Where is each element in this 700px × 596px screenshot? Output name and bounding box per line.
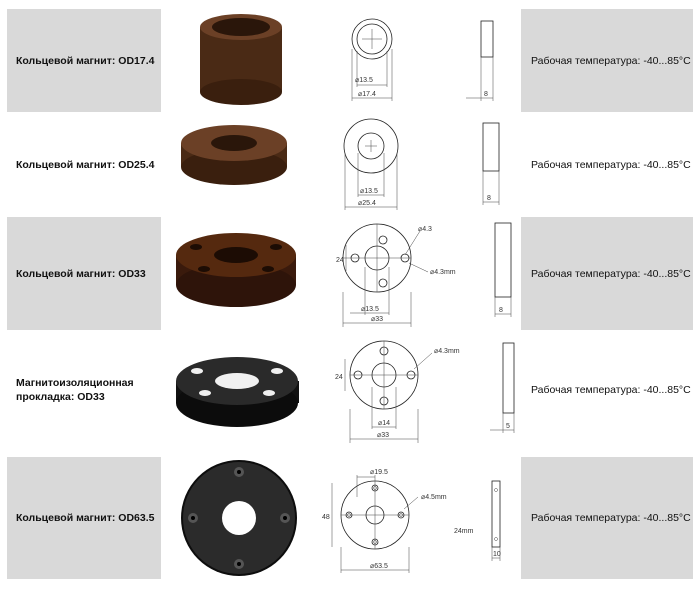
svg-text:⌀4.3mm: ⌀4.3mm [430, 269, 456, 276]
svg-text:⌀17.4: ⌀17.4 [358, 91, 376, 98]
svg-text:⌀13.5: ⌀13.5 [360, 188, 378, 195]
product-drawings: 24 ⌀4.3mm ⌀14 ⌀33 5 [176, 340, 515, 443]
product-row: Кольцевой магнит: OD17.4 ⌀13.5 ⌀17.4 8 [0, 9, 700, 112]
svg-text:⌀33: ⌀33 [371, 316, 383, 323]
side-view-drawing: 8 [482, 122, 500, 205]
svg-text:8: 8 [499, 307, 503, 314]
product-name: Магнитоизоляционная прокладка: OD33 [16, 377, 134, 403]
product-row: Магнитоизоляционная прокладка: OD33 24 [0, 331, 700, 449]
ring-magnet-image [181, 460, 297, 576]
front-view-drawing: ⌀13.5 ⌀25.4 [343, 118, 399, 210]
svg-text:⌀33: ⌀33 [377, 432, 389, 439]
svg-text:⌀4.3: ⌀4.3 [418, 226, 432, 233]
svg-text:⌀19.5: ⌀19.5 [370, 469, 388, 476]
svg-text:⌀13.5: ⌀13.5 [355, 77, 373, 84]
side-view-drawing: 8 [494, 222, 512, 317]
side-dimension: 24mm [454, 528, 474, 535]
product-row: Кольцевой магнит: OD25.4 ⌀13.5 ⌀25.4 8 Р… [0, 113, 700, 216]
front-view-drawing: ⌀19.5 48 ⌀63.5 ⌀4.5mm [322, 469, 447, 573]
product-name: Кольцевой магнит: OD63.5 [7, 457, 161, 579]
svg-text:5: 5 [506, 423, 510, 430]
svg-text:8: 8 [484, 91, 488, 98]
front-view-drawing: 24 ⌀4.3 ⌀4.3mm ⌀13.5 ⌀33 [336, 223, 456, 327]
svg-text:⌀4.3mm: ⌀4.3mm [434, 348, 460, 355]
ring-magnet-image [181, 125, 287, 185]
product-name: Кольцевой магнит: OD33 [7, 217, 161, 330]
svg-text:⌀25.4: ⌀25.4 [358, 200, 376, 207]
side-view-drawing: 10 [491, 480, 501, 561]
temperature-spec: Рабочая температура: -40...85°C [521, 217, 693, 330]
product-row: Кольцевой магнит: OD33 24 [0, 217, 700, 330]
svg-text:48: 48 [322, 514, 330, 521]
product-row: Кольцевой магнит: OD63.5 ⌀19.5 48 [0, 457, 700, 579]
svg-text:⌀13.5: ⌀13.5 [361, 306, 379, 313]
svg-text:10: 10 [493, 551, 501, 558]
front-view-drawing: 24 ⌀4.3mm ⌀14 ⌀33 [335, 340, 460, 443]
temperature-spec: Рабочая температура: -40...85°C [531, 384, 691, 396]
svg-text:24: 24 [335, 374, 343, 381]
svg-text:⌀14: ⌀14 [378, 420, 390, 427]
svg-text:24: 24 [336, 257, 344, 264]
product-drawings: 24 ⌀4.3 ⌀4.3mm ⌀13.5 ⌀33 8 [176, 222, 512, 327]
svg-text:⌀4.5mm: ⌀4.5mm [421, 494, 447, 501]
side-view-drawing: 5 [490, 342, 515, 433]
temperature-spec: Рабочая температура: -40...85°C [521, 9, 693, 112]
product-drawings: ⌀13.5 ⌀17.4 8 [200, 14, 494, 105]
product-drawings: ⌀19.5 48 ⌀63.5 ⌀4.5mm 24mm 10 [181, 460, 501, 576]
product-name: Кольцевой магнит: OD17.4 [7, 9, 161, 112]
ring-magnet-image [176, 233, 296, 307]
front-view-drawing: ⌀13.5 ⌀17.4 [351, 18, 393, 101]
product-drawings: ⌀13.5 ⌀25.4 8 [181, 118, 500, 210]
product-name: Кольцевой магнит: OD25.4 [16, 158, 155, 171]
svg-text:8: 8 [487, 195, 491, 202]
temperature-spec: Рабочая температура: -40...85°C [521, 457, 693, 579]
svg-text:⌀63.5: ⌀63.5 [370, 563, 388, 570]
side-view-drawing: 8 [466, 20, 494, 101]
isolation-pad-image [176, 357, 299, 427]
temperature-spec: Рабочая температура: -40...85°C [531, 158, 691, 171]
ring-magnet-image [200, 14, 282, 105]
